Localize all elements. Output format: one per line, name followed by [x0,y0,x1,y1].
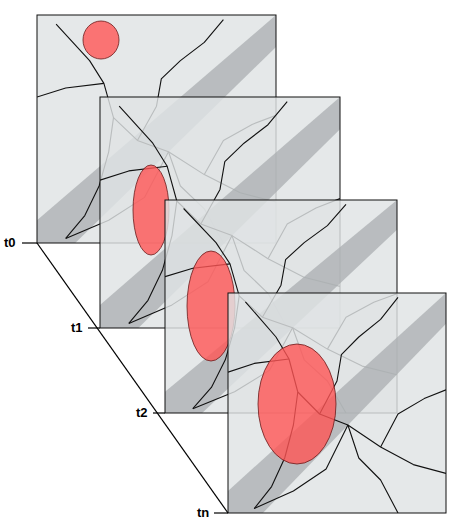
crack-line [37,83,104,97]
crack-line [381,390,446,447]
frame-plane [228,293,446,513]
time-axis [22,243,228,513]
frame-stack [37,15,446,513]
diagonal-band [228,293,446,513]
frame-border [228,293,446,513]
time-frame [228,293,446,513]
region-ellipse [83,21,119,59]
time-label: t2 [135,406,149,419]
crack-line [245,302,446,474]
region-ellipse [133,165,169,255]
time-label: t0 [3,236,17,249]
time-label: tn [196,506,210,519]
region-ellipse [258,344,336,464]
crack-line [348,425,398,513]
time-label: t1 [70,321,84,334]
